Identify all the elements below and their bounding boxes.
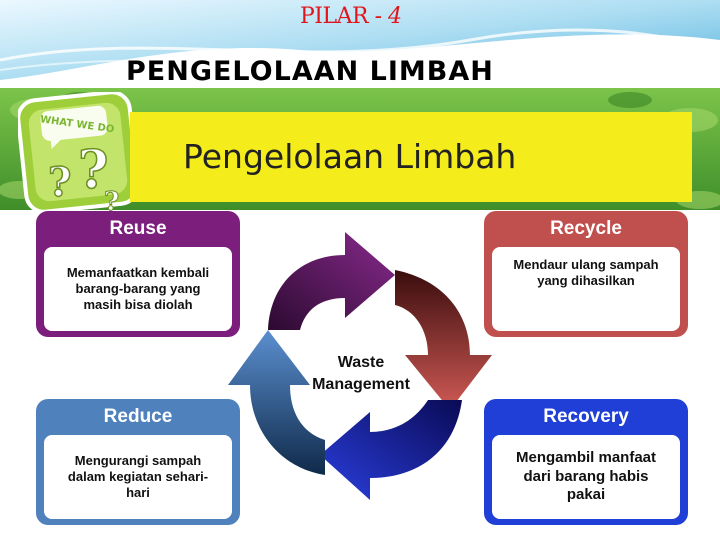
question-mark-icon-large: ? [78,140,108,201]
card-recovery-body: Mengambil manfaat dari barang habis paka… [492,435,680,519]
cycle-center-label: Waste Management [298,352,424,395]
card-recycle-line: yang dihasilkan [537,273,635,289]
card-reuse-line: Memanfaatkan kembali [66,264,210,280]
card-reduce-title: Reduce [103,406,173,427]
card-recycle: Recycle Mendaur ulang sampah yang dihasi… [484,211,688,337]
card-reduce-line: Mengurangi sampah [74,452,202,468]
card-recovery-title: Recovery [543,406,629,427]
card-reduce-line: hari [126,485,150,501]
card-reuse-title: Reuse [109,218,167,239]
subtitle-banner [130,112,692,202]
card-recovery-line: pakai [566,486,606,504]
card-reduce: Reduce Mengurangi sampah dalam kegiatan … [36,399,240,525]
center-line-1: Waste [337,354,385,371]
card-recovery-line: dari barang habis [523,467,649,485]
center-line-2: Management [312,375,410,393]
card-recycle-body: Mendaur ulang sampah yang dihasilkan [492,247,680,331]
pilar-number: - 4 [374,4,402,29]
card-recovery-line: Mengambil manfaat [515,448,657,466]
card-reduce-body: Mengurangi sampah dalam kegiatan sehari-… [44,435,232,519]
page-subtitle: Pengelolaan Limbah [183,137,517,176]
what-we-do-badge: WHAT WE DO ? ? ? [18,92,140,218]
cycle-arrow-recycle [395,270,492,410]
card-reuse-body: Memanfaatkan kembali barang-barang yang … [44,247,232,331]
cycle-arrow-reduce [228,330,325,475]
card-reduce-line: dalam kegiatan sehari- [67,468,209,484]
card-recovery: Recovery Mengambil manfaat dari barang h… [484,399,688,525]
card-reuse-line: masih bisa diolah [83,297,193,313]
card-reuse: Reuse Memanfaatkan kembali barang-barang… [36,211,240,337]
card-recycle-title: Recycle [550,218,622,239]
card-reuse-line: barang-barang yang [75,280,201,296]
pilar-label: PILAR - 4 [300,4,402,29]
question-mark-icon-small: ? [104,187,119,217]
cycle-arrow-recovery [320,400,462,500]
card-recycle-line: Mendaur ulang sampah [513,257,659,272]
page-title: PENGELOLAAN LIMBAH [126,56,494,87]
question-mark-icon: ? [48,159,71,206]
pilar-text: PILAR [300,4,369,29]
cycle-arrow-reuse [268,232,395,330]
